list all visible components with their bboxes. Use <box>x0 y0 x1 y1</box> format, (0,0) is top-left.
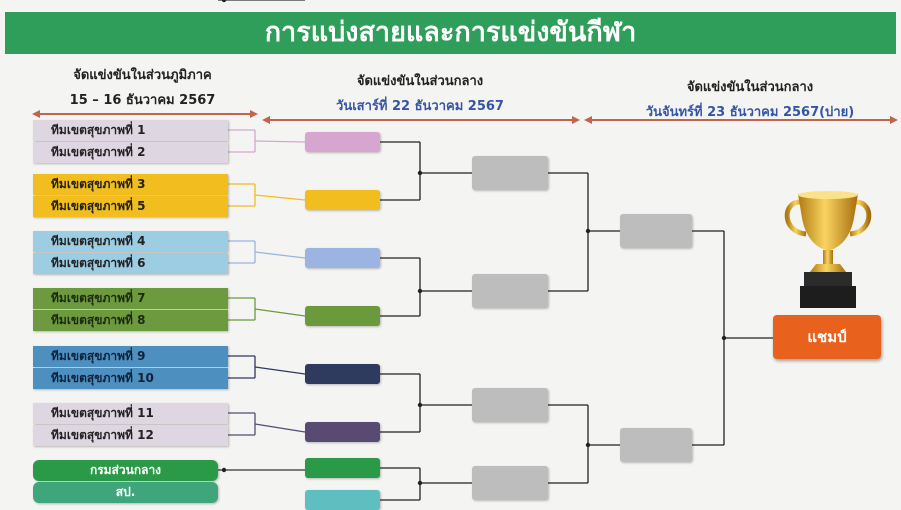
junction-dot <box>417 288 423 294</box>
semifinal-slot <box>620 214 692 248</box>
bracket-line <box>254 251 306 259</box>
stage-central-day2-title: จัดแข่งขันในส่วนกลาง <box>686 80 814 95</box>
junction-dot <box>417 170 423 176</box>
champion-box: แชมป์ <box>773 315 881 359</box>
page-title: การแบ่งสายและการแข่งขันกีฬา <box>264 17 637 48</box>
team-box: กรมส่วนกลาง <box>33 460 218 481</box>
stage-regional-title: จัดแข่งขันในส่วนภูมิภาค <box>73 68 212 83</box>
bracket-line <box>254 140 306 143</box>
junction-dot <box>585 442 591 448</box>
stage-regional-date: 15 – 16 ธันวาคม 2567 <box>69 93 216 108</box>
round1-slot <box>305 490 380 510</box>
team-box: ทีมเขตสุขภาพที่ 1 <box>33 120 228 141</box>
stage-header-central-day2: จัดแข่งขันในส่วนกลาง วันจันทร์ที่ 23 ธัน… <box>600 76 900 122</box>
team-box: ทีมเขตสุขภาพที่ 2 <box>33 142 228 163</box>
champion-label: แชมป์ <box>807 328 847 346</box>
team-box: ทีมเขตสุขภาพที่ 3 <box>33 174 228 195</box>
junction-dot <box>721 335 727 341</box>
round2-slot <box>472 156 548 190</box>
junction-dot <box>417 480 423 486</box>
round1-slot <box>305 132 380 152</box>
team-box: ทีมเขตสุขภาพที่ 4 <box>33 231 228 252</box>
round2-slot <box>472 388 548 422</box>
team-box: ทีมเขตสุขภาพที่ 7 <box>33 288 228 309</box>
team-box: ทีมเขตสุขภาพที่ 8 <box>33 310 228 331</box>
trophy-icon <box>784 191 872 308</box>
stage-central-day1-date: วันเสาร์ที่ 22 ธันวาคม 2567 <box>336 99 504 114</box>
semifinal-slot <box>620 428 692 462</box>
bracket-line <box>254 366 306 375</box>
team-box: ทีมเขตสุขภาพที่ 5 <box>33 196 228 217</box>
junction-dot <box>585 228 591 234</box>
stage-header-central-day1: จัดแข่งขันในส่วนกลาง วันเสาร์ที่ 22 ธันว… <box>285 70 555 116</box>
title-banner: การแบ่งสายและการแข่งขันกีฬา <box>5 12 896 54</box>
team-box: ทีมเขตสุขภาพที่ 10 <box>33 368 228 389</box>
team-box: ทีมเขตสุขภาพที่ 6 <box>33 253 228 274</box>
team-box: ทีมเขตสุขภาพที่ 12 <box>33 425 228 446</box>
round1-slot <box>305 458 380 478</box>
bracket-line <box>254 423 306 433</box>
team-box: ทีมเขตสุขภาพที่ 11 <box>33 403 228 424</box>
stage-central-day2-date: วันจันทร์ที่ 23 ธันวาคม 2567(บ่าย) <box>645 105 855 120</box>
junction-dot <box>221 467 227 473</box>
team-box: สป. <box>33 482 218 503</box>
round1-slot <box>305 306 380 326</box>
junction-dot <box>417 402 423 408</box>
round2-slot <box>472 466 548 500</box>
round1-slot <box>305 422 380 442</box>
stage-header-regional: จัดแข่งขันในส่วนภูมิภาค 15 – 16 ธันวาคม … <box>30 64 255 110</box>
round1-slot <box>305 190 380 210</box>
round2-slot <box>472 274 548 308</box>
stage-central-day1-title: จัดแข่งขันในส่วนกลาง <box>356 74 484 89</box>
bracket-line <box>254 308 306 317</box>
bracket-line <box>254 194 306 201</box>
round1-slot <box>305 364 380 384</box>
junction-dot <box>221 0 227 3</box>
team-box: ทีมเขตสุขภาพที่ 9 <box>33 346 228 367</box>
round1-slot <box>305 248 380 268</box>
